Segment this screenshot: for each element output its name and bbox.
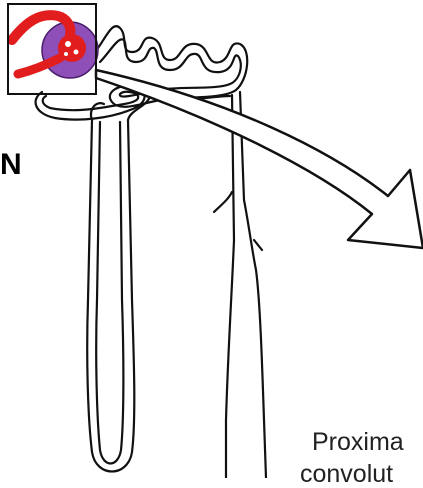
proximal-label-line2: convolut	[300, 462, 393, 487]
proximal-label-line1: Proxima	[312, 430, 404, 455]
collecting-duct	[226, 95, 234, 478]
loop-of-henle	[87, 120, 134, 472]
callout-arrow	[96, 70, 423, 248]
partial-letter: N	[0, 150, 22, 180]
glomerulus-highlight	[8, 4, 98, 94]
nephron-diagram	[0, 0, 423, 478]
